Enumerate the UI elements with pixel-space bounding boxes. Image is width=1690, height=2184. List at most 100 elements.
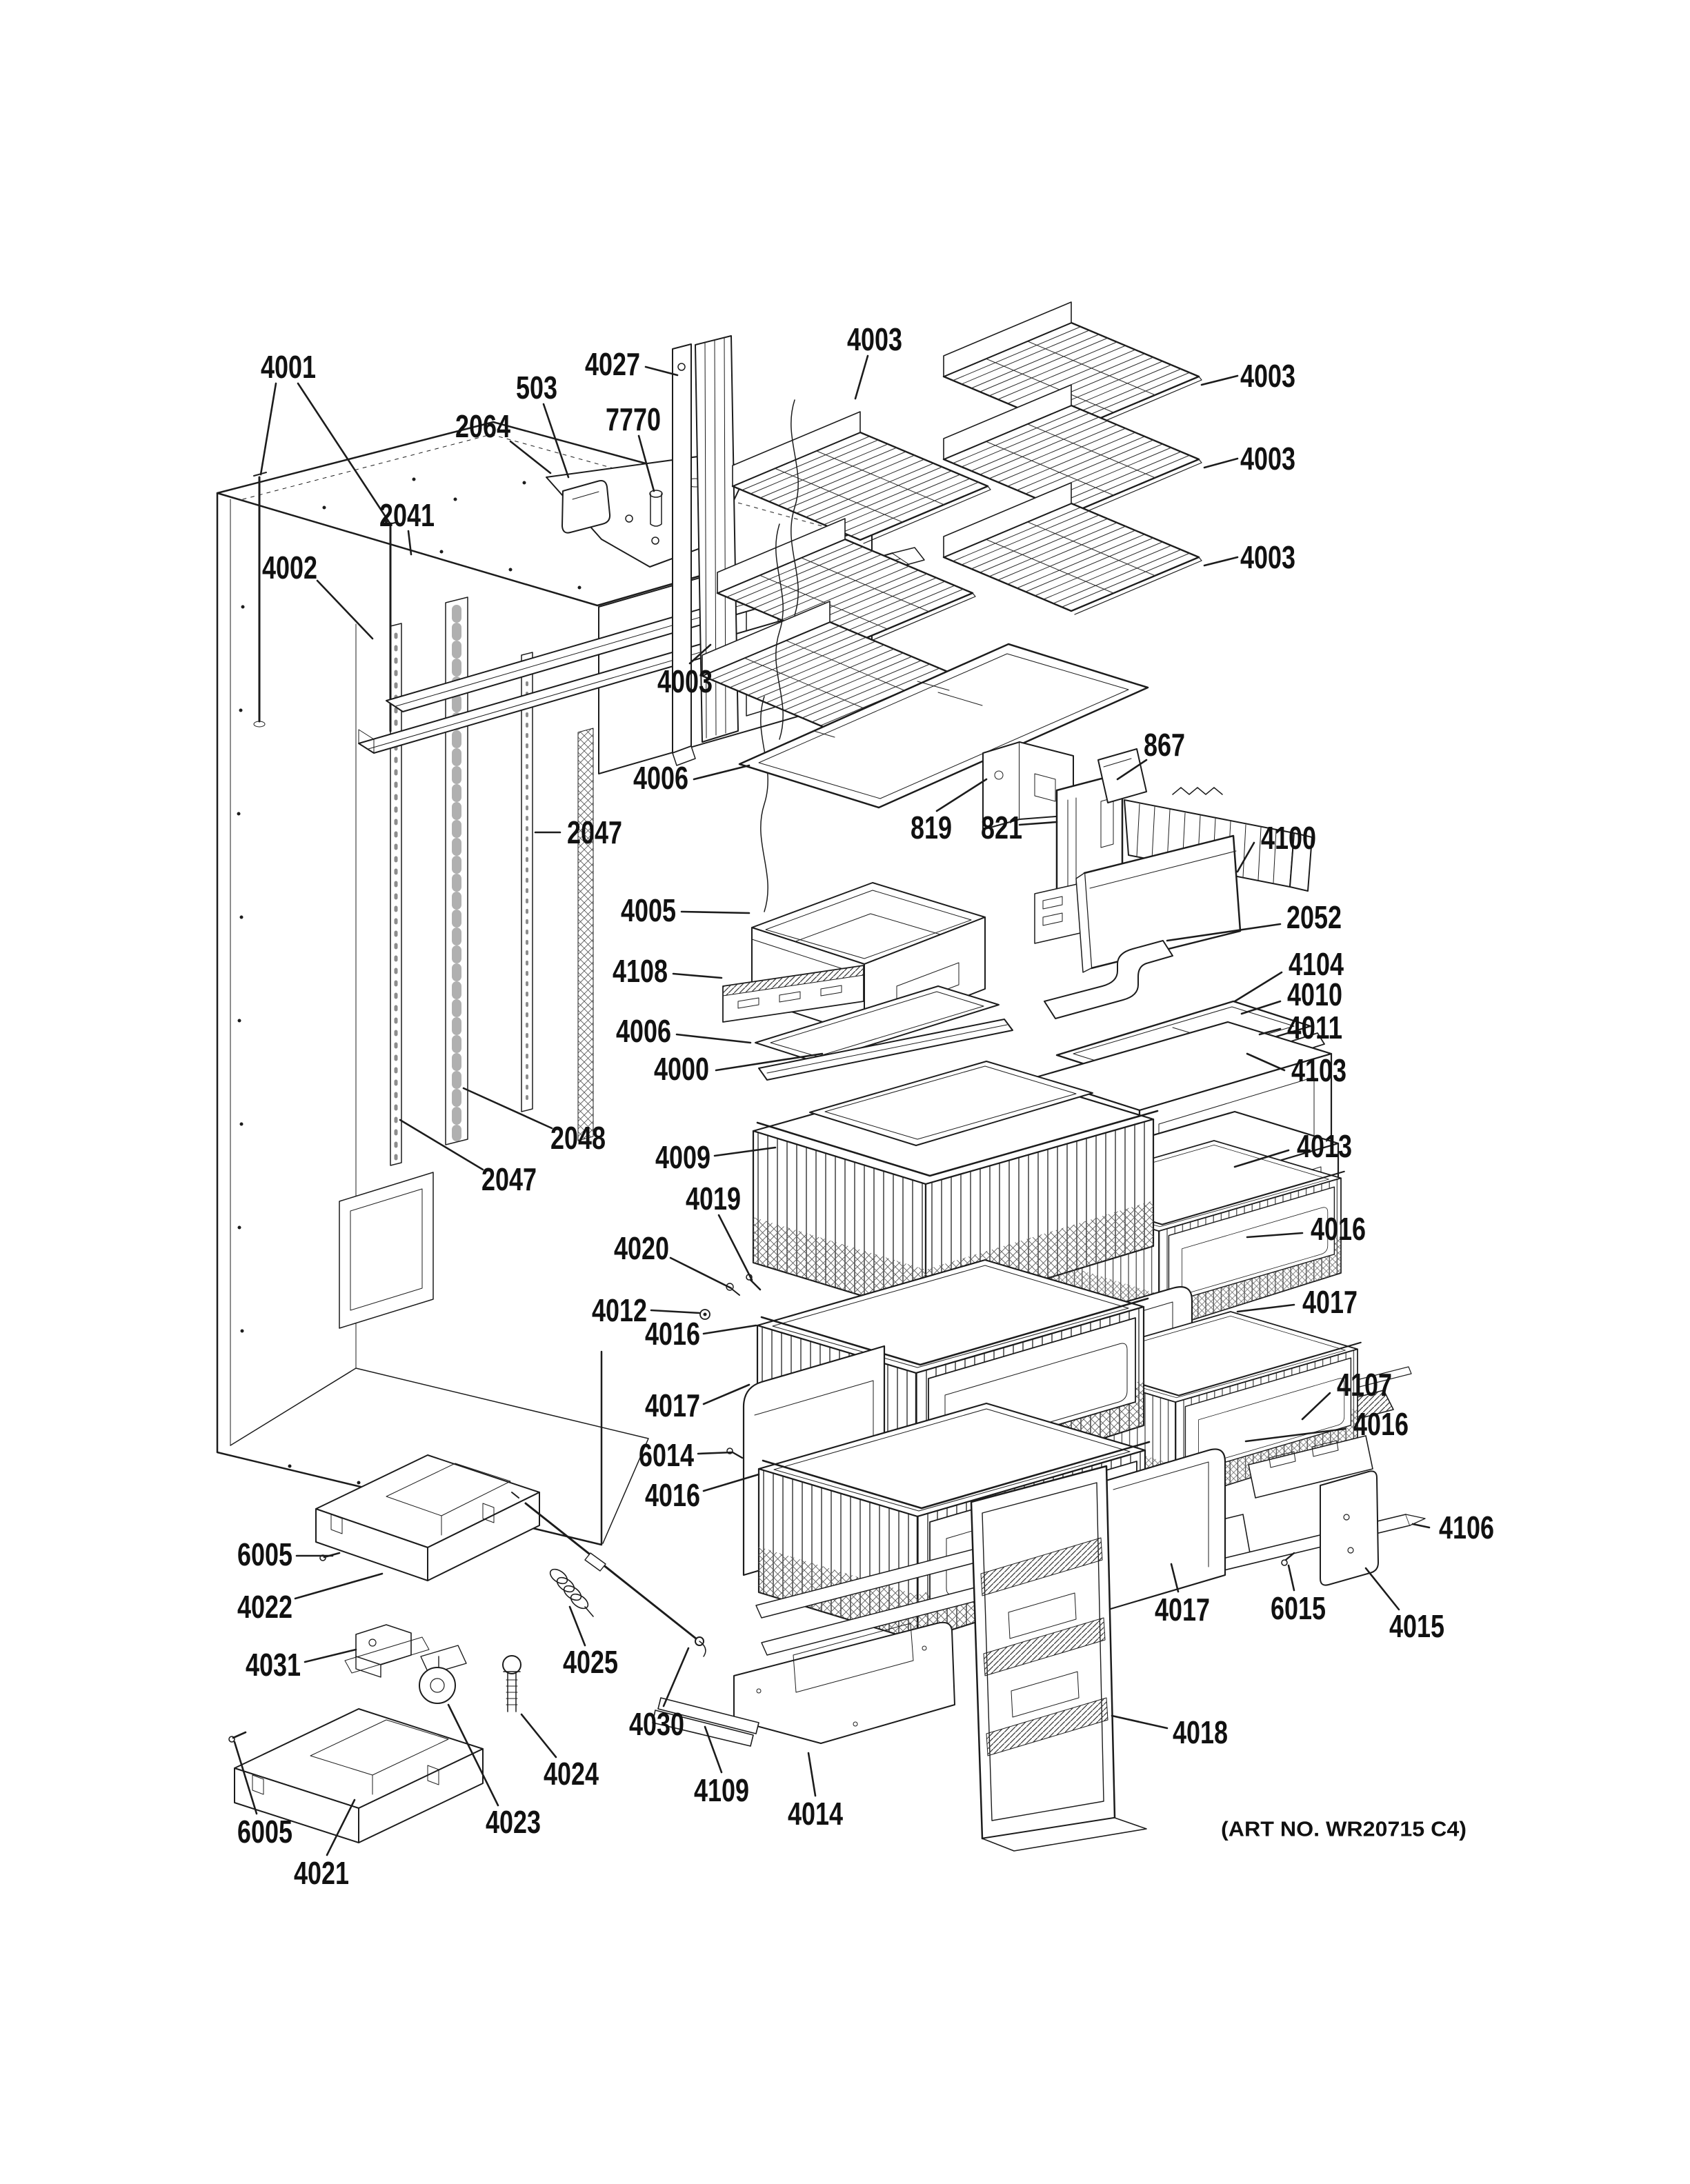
leader-line — [644, 365, 679, 377]
part-number-text: 4027 — [585, 346, 640, 382]
part-number-text: 4001 — [261, 349, 316, 385]
part-number-text: 4006 — [616, 1013, 671, 1049]
leader-line — [1233, 1149, 1290, 1168]
part-number-text: 6005 — [237, 1814, 292, 1850]
leader-line — [715, 1052, 824, 1072]
part-number-text: 4018 — [1173, 1714, 1228, 1750]
callout-4003: 4003 — [657, 643, 713, 699]
leader-line — [675, 1033, 752, 1044]
part-number-text: 4012 — [592, 1292, 647, 1328]
leader-line — [717, 1214, 753, 1281]
callout-503: 503 — [516, 370, 570, 479]
leader-line — [1170, 1563, 1180, 1593]
callout-4005: 4005 — [621, 892, 750, 928]
leader-line — [1364, 1567, 1400, 1611]
callout-4100: 4100 — [1236, 820, 1316, 873]
part-number-text: 4100 — [1261, 820, 1316, 856]
callout-2064: 2064 — [455, 408, 552, 474]
part-number-text: 4025 — [563, 1644, 618, 1680]
bracket-4031 — [344, 1624, 430, 1678]
callout-4020: 4020 — [614, 1230, 733, 1290]
art-number: (ART NO. WR20715 C4) — [1221, 1817, 1467, 1841]
callout-6005: 6005 — [237, 1536, 334, 1572]
part-number-text: 4019 — [686, 1181, 741, 1216]
basket-4009 — [752, 1061, 1159, 1316]
leader-line — [1287, 1564, 1295, 1592]
panel-4014 — [733, 1621, 955, 1744]
callout-4006: 4006 — [633, 760, 750, 796]
leader-line — [542, 403, 570, 479]
callout-867: 867 — [1116, 727, 1185, 781]
shelf-support-rails — [390, 597, 594, 1166]
callout-4109: 4109 — [694, 1725, 749, 1808]
part-number-text: 4021 — [294, 1855, 349, 1891]
part-number-text: 4030 — [629, 1706, 684, 1742]
glass-shelf-4006-upper — [738, 643, 1149, 809]
part-number-text: 4014 — [788, 1796, 843, 1832]
callout-4006: 4006 — [616, 1013, 752, 1049]
part-number-text: 821 — [981, 810, 1022, 845]
part-number-text: 4009 — [655, 1139, 710, 1175]
part-number-text: 4000 — [654, 1051, 709, 1087]
leader-line — [650, 1309, 701, 1314]
center-frame-4018 — [970, 1465, 1147, 1852]
side-trim-4027 — [672, 335, 739, 766]
part-number-text: 2048 — [550, 1120, 606, 1156]
slide-4108 — [722, 965, 864, 1023]
callout-2052: 2052 — [1166, 899, 1342, 942]
diagram-drawing — [216, 301, 1426, 1852]
leader-line — [1301, 1392, 1331, 1421]
callout-4012: 4012 — [592, 1292, 701, 1328]
leader-line — [326, 1799, 356, 1856]
part-number-text: 4003 — [847, 321, 902, 357]
part-number-text: 4016 — [1353, 1406, 1409, 1442]
callout-4017: 4017 — [1155, 1563, 1210, 1627]
leader-line — [1246, 1052, 1286, 1072]
leader-line — [704, 1725, 723, 1774]
callout-821: 821 — [981, 810, 1058, 845]
shelf-hangers — [760, 399, 799, 912]
leader-line — [680, 910, 750, 914]
leader-line — [1200, 374, 1239, 386]
spring-4025 — [549, 1568, 594, 1617]
part-number-text: 4005 — [621, 892, 676, 928]
leader-line — [1240, 1000, 1282, 1015]
callout-6005: 6005 — [233, 1741, 292, 1850]
leader-line — [702, 1383, 750, 1405]
leader-line — [1166, 923, 1282, 942]
part-number-text: 4107 — [1337, 1367, 1392, 1403]
callout-4003: 4003 — [1203, 539, 1295, 575]
rod-4030 — [511, 1492, 706, 1657]
leader-line — [568, 1605, 586, 1647]
leader-line — [702, 1324, 757, 1335]
part-number-text: 6015 — [1271, 1590, 1326, 1626]
callout-4021: 4021 — [294, 1799, 356, 1891]
leader-line — [1258, 1028, 1282, 1036]
cover-plate-4015 — [1320, 1470, 1379, 1586]
leader-line — [1411, 1523, 1431, 1529]
cam-4023 — [419, 1645, 467, 1704]
part-number-text: 4020 — [614, 1230, 669, 1266]
callout-4010: 4010 — [1240, 976, 1342, 1015]
part-number-text: 4013 — [1297, 1128, 1352, 1164]
part-number-text: 7770 — [606, 401, 661, 437]
part-number-text: 4017 — [1302, 1284, 1358, 1320]
callout-4000: 4000 — [654, 1051, 824, 1087]
part-number-text: 4017 — [645, 1387, 700, 1423]
screw-6015 — [1281, 1552, 1295, 1566]
callout-4027: 4027 — [585, 346, 679, 382]
part-number-text: 4024 — [544, 1756, 599, 1792]
pin-7770 — [649, 490, 663, 527]
leader-line — [1236, 1303, 1295, 1313]
leader-line — [509, 440, 552, 474]
labels-layer: 4001503402777702064204140024003400340034… — [233, 321, 1494, 1891]
callout-4018: 4018 — [1111, 1714, 1228, 1750]
callout-4107: 4107 — [1301, 1367, 1392, 1421]
leader-line — [447, 1703, 499, 1807]
leader-line — [520, 1713, 557, 1759]
callout-2048: 2048 — [462, 1087, 606, 1156]
leader-line — [259, 382, 277, 476]
screw-6005-lower — [228, 1731, 247, 1743]
bolt-4024 — [502, 1655, 521, 1712]
